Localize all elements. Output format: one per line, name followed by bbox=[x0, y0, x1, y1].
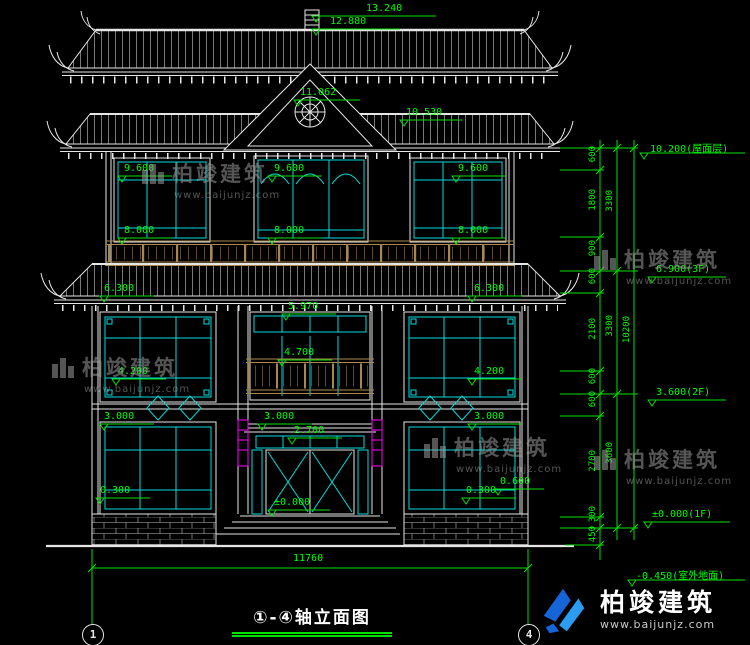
watermark: 柏竣建筑 www.baijunjz.com bbox=[592, 444, 732, 487]
drawing-title-block: ①-④轴立面图 bbox=[232, 603, 392, 634]
door-tags bbox=[237, 419, 383, 467]
chain-seg: 1800 bbox=[588, 189, 598, 211]
level-flag-triangles bbox=[95, 15, 657, 587]
main-windows bbox=[104, 315, 516, 515]
dim-ridge-top: 13.240 bbox=[366, 3, 403, 14]
dim-8000-center: 8.000 bbox=[274, 225, 305, 236]
watermark-logo-icon bbox=[424, 438, 446, 458]
dim-level-2f: 3.600(2F) bbox=[656, 387, 711, 398]
axis-bubble-4: 4 bbox=[518, 624, 540, 645]
dim-9600-left: 9.600 bbox=[124, 163, 155, 174]
dim-4200-right: 4.200 bbox=[474, 366, 505, 377]
drawing-title: ①-④轴立面图 bbox=[253, 608, 371, 628]
dim-3000-left: 3.000 bbox=[104, 411, 135, 422]
watermark-logo-icon bbox=[142, 164, 164, 184]
brand-logo-icon bbox=[543, 588, 585, 634]
third-floor-windows bbox=[117, 159, 503, 239]
dim-pediment: 11.062 bbox=[300, 87, 337, 98]
watermark: 柏竣建筑 www.baijunjz.com bbox=[422, 432, 562, 475]
watermark-url: www.baijunjz.com bbox=[456, 464, 563, 475]
watermark-brand: 柏竣建筑 bbox=[454, 436, 550, 460]
dim-6300-left: 6.300 bbox=[104, 283, 135, 294]
chain-group: 3300 bbox=[605, 315, 615, 337]
watermark-url: www.baijunjz.com bbox=[174, 190, 281, 201]
watermark-brand: 柏竣建筑 bbox=[624, 248, 720, 272]
main-walls bbox=[46, 306, 574, 548]
balcony-railing-2f bbox=[246, 358, 374, 394]
entry-door-braces bbox=[267, 451, 353, 513]
dim-0600-right: 0.600 bbox=[500, 476, 531, 487]
dim-0300-left: 0.300 bbox=[100, 485, 131, 496]
pediment bbox=[222, 63, 398, 151]
watermark-brand: 柏竣建筑 bbox=[624, 448, 720, 472]
balcony-railing-3f bbox=[106, 240, 514, 266]
dim-8000-right: 8.000 bbox=[458, 225, 489, 236]
dim-3000-right: 3.000 bbox=[474, 411, 505, 422]
dim-level-1f: ±0.000(1F) bbox=[652, 509, 713, 520]
dim-level-roof: 10.200(屋面层) bbox=[650, 144, 729, 155]
chain-total: 10200 bbox=[622, 316, 632, 344]
dim-3000-center: 3.000 bbox=[264, 411, 295, 422]
watermark-logo-icon bbox=[594, 450, 616, 470]
watermark-url: www.baijunjz.com bbox=[84, 384, 191, 395]
dim-5970: 5.970 bbox=[288, 301, 319, 312]
dim-upper-eave: 10.530 bbox=[406, 107, 443, 118]
watermark-url: www.baijunjz.com bbox=[626, 276, 733, 287]
dim-level-ground: -0.450(室外地面) bbox=[636, 571, 725, 582]
chain-group: 3300 bbox=[605, 190, 615, 212]
chain-seg: 600 bbox=[588, 391, 598, 408]
chain-seg: 2100 bbox=[588, 318, 598, 340]
chain-seg: 600 bbox=[588, 368, 598, 385]
chain-seg: 300 bbox=[588, 506, 598, 523]
brand-name: 柏竣建筑 bbox=[600, 587, 717, 617]
roof-structures bbox=[40, 9, 580, 311]
dim-9600-right: 9.600 bbox=[458, 163, 489, 174]
dim-zero: ±0.000 bbox=[274, 497, 311, 508]
chain-seg: 450 bbox=[588, 526, 598, 543]
chain-seg: 600 bbox=[588, 146, 598, 163]
brand-url: www.baijunjz.com bbox=[600, 618, 716, 632]
watermark: 柏竣建筑 www.baijunjz.com bbox=[140, 158, 280, 201]
title-underline bbox=[232, 632, 392, 634]
dim-9600-center: 9.600 bbox=[274, 163, 305, 174]
dim-4700: 4.700 bbox=[284, 347, 315, 358]
watermark-logo-icon bbox=[594, 250, 616, 270]
watermark-logo-icon bbox=[52, 358, 74, 378]
dimension-lines bbox=[87, 15, 745, 625]
dim-overall-width: 11760 bbox=[293, 553, 324, 564]
watermark-url: www.baijunjz.com bbox=[626, 476, 733, 487]
watermark: 柏竣建筑 www.baijunjz.com bbox=[50, 352, 190, 395]
dim-0300-right: 0.300 bbox=[466, 485, 497, 496]
watermark-brand: 柏竣建筑 bbox=[172, 162, 268, 186]
axis-bubble-1: 1 bbox=[82, 624, 104, 645]
dim-ridge-main: 12.880 bbox=[330, 16, 367, 27]
third-floor bbox=[105, 151, 515, 266]
dim-level-3f: 6.900(3F) bbox=[656, 264, 711, 275]
dim-2700: 2.700 bbox=[294, 425, 325, 436]
dim-6300-right: 6.300 bbox=[474, 283, 505, 294]
watermark: 柏竣建筑 www.baijunjz.com bbox=[592, 244, 732, 287]
brand-logo-block: 柏竣建筑 www.baijunjz.com bbox=[536, 582, 716, 638]
watermark-brand: 柏竣建筑 bbox=[82, 356, 178, 380]
dim-4200-left: 4.200 bbox=[118, 366, 149, 377]
dim-8000-left: 8.000 bbox=[124, 225, 155, 236]
